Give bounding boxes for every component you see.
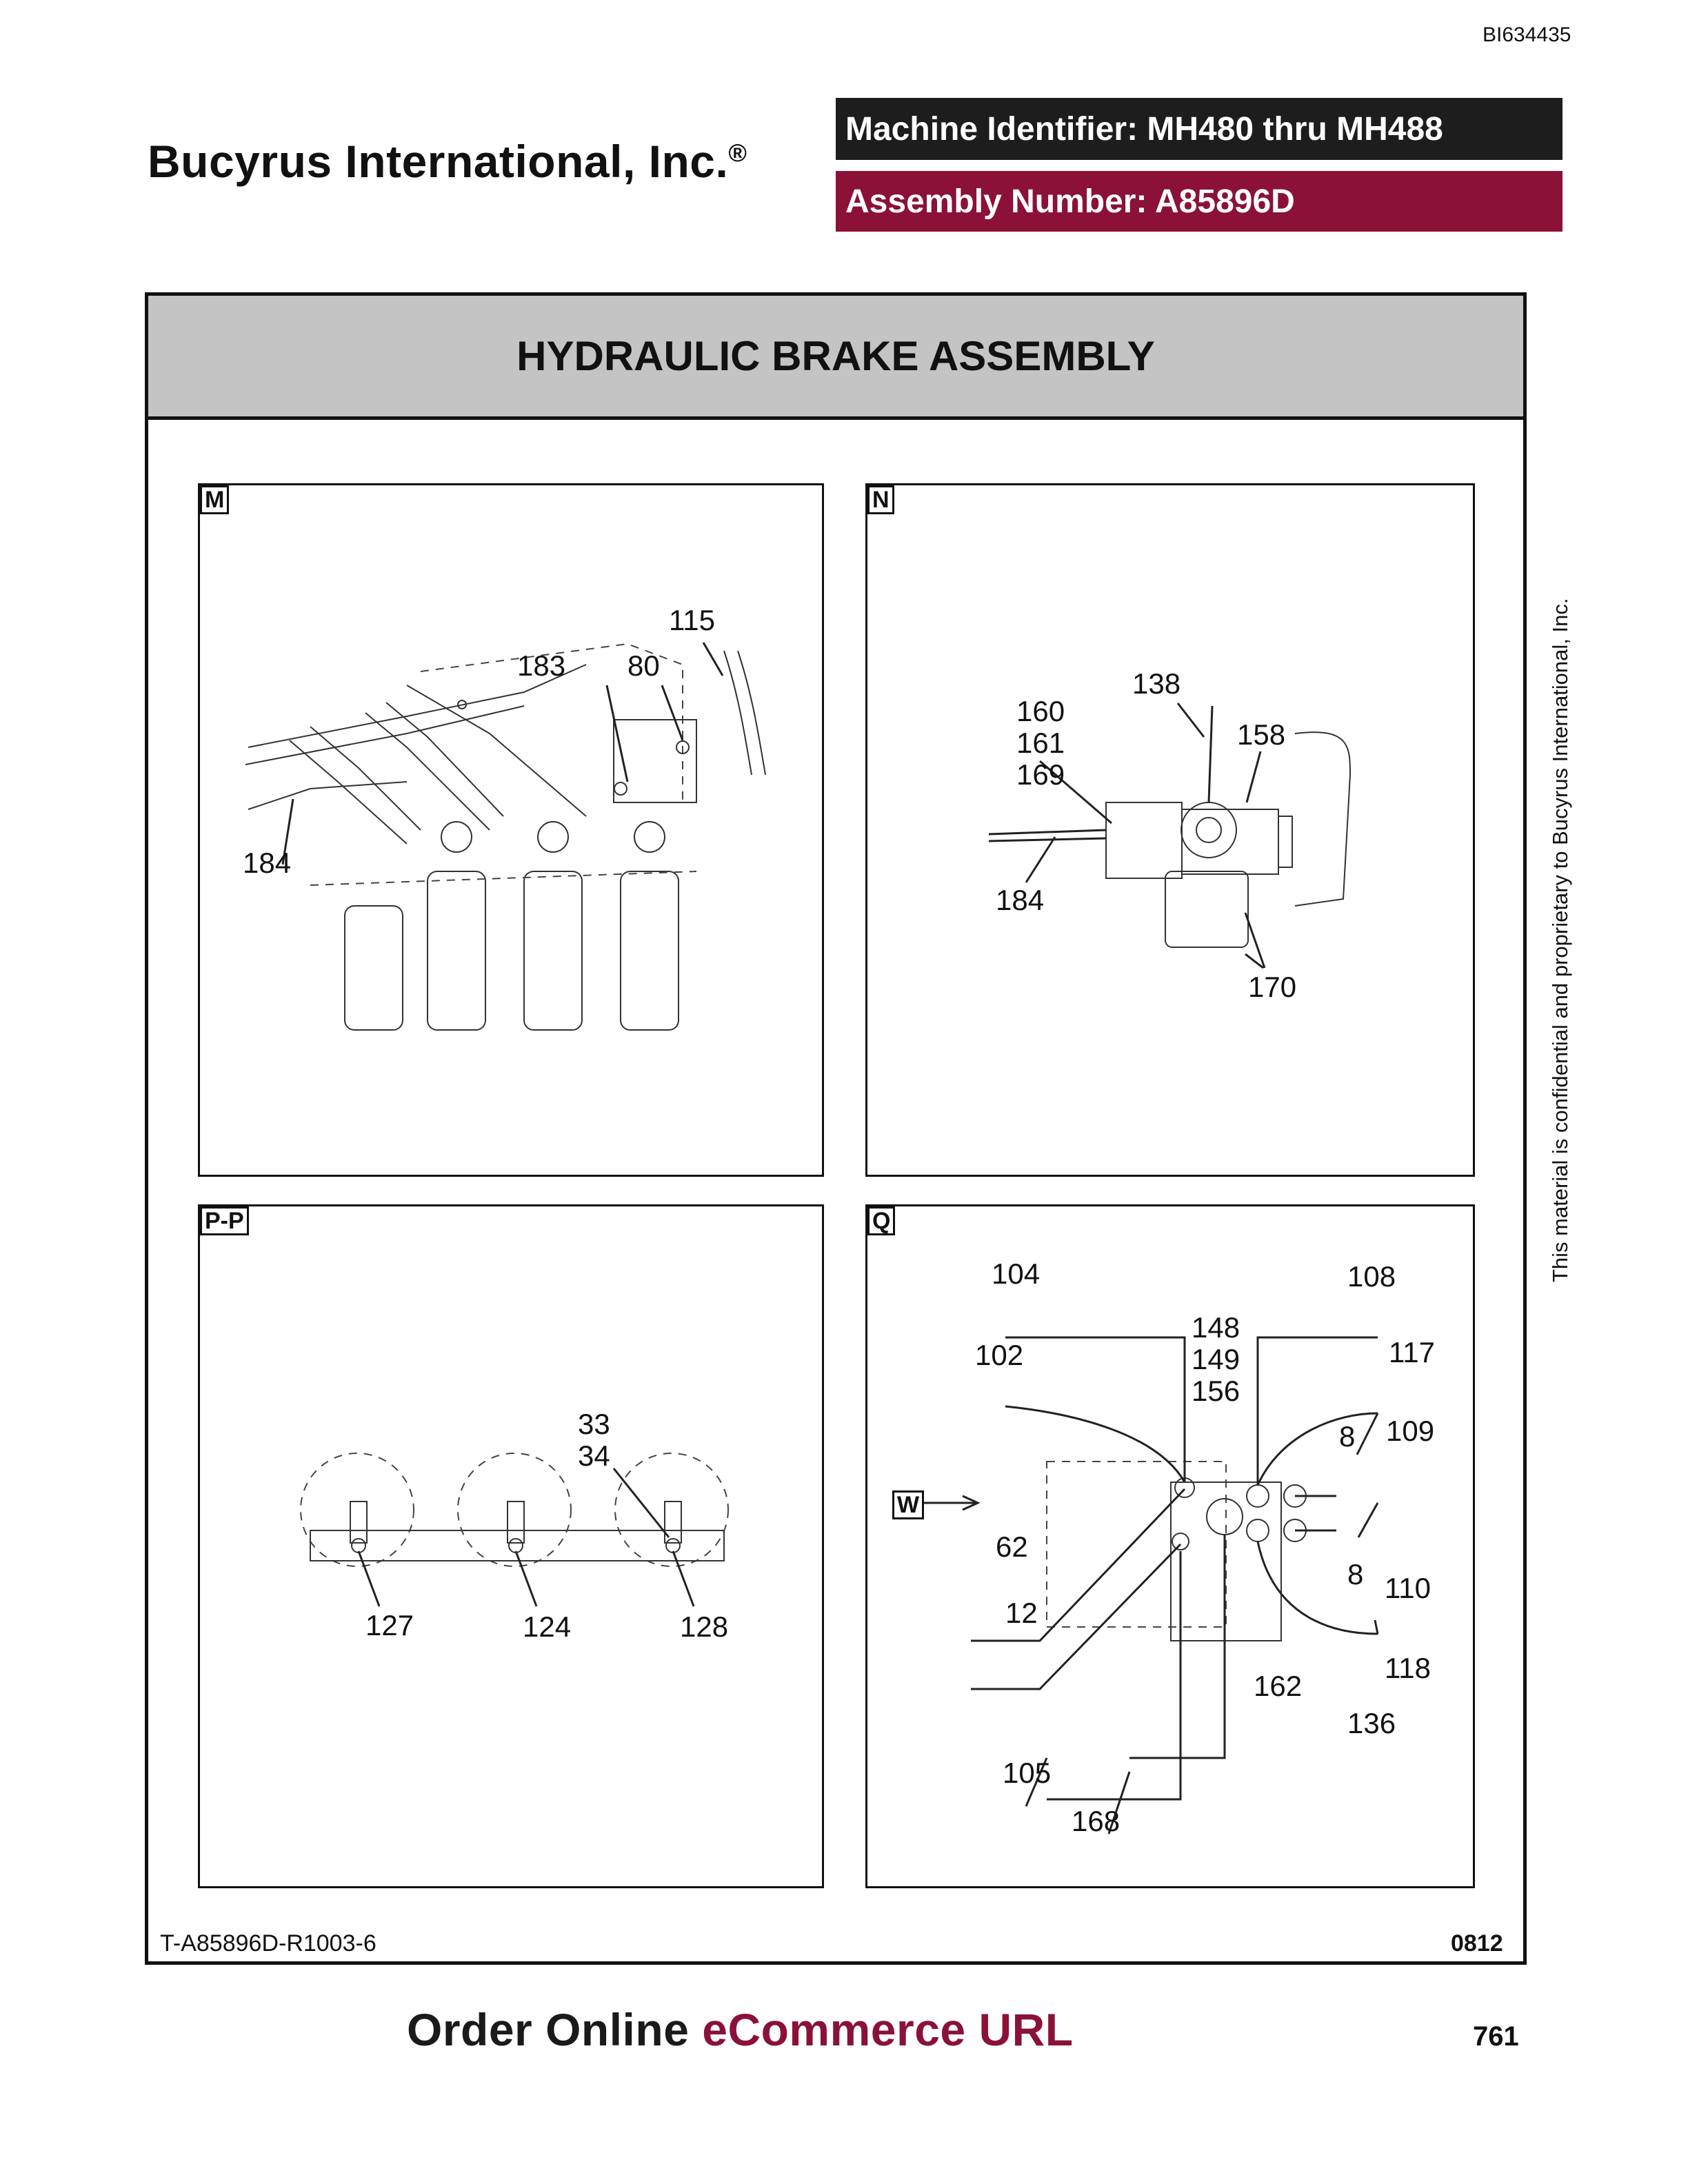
callout-184: 184 [996,884,1044,916]
callout-158: 158 [1237,718,1285,751]
callout-108: 108 [1347,1260,1396,1293]
callout-128: 128 [680,1610,728,1643]
confidentiality-note: This material is confidential and propri… [1548,598,1572,1282]
callout-8-upper: 8 [1339,1420,1355,1453]
drawing-number: T-A85896D-R1003-6 [160,1930,376,1957]
callout-8-lower: 8 [1347,1558,1363,1590]
view-tag-m: M [200,485,230,514]
view-panel-m: 115 183 80 184 M [198,483,824,1177]
callout-62: 62 [996,1530,1028,1563]
page-title: HYDRAULIC BRAKE ASSEMBLY [148,296,1523,420]
callout-149: 149 [1192,1343,1240,1375]
callout-156: 156 [1192,1375,1240,1407]
view-panel-pp: 33 34 127 124 128 P-P [198,1204,824,1888]
callout-105: 105 [1003,1757,1051,1789]
callout-115: 115 [669,604,715,636]
view-ref-w: W [892,1490,925,1519]
callout-110: 110 [1385,1572,1431,1604]
view-pp-drawing: 33 34 127 124 128 [300,1408,729,1643]
callout-136: 136 [1347,1707,1396,1739]
company-name: Bucyrus International, Inc.® [148,136,747,187]
callout-170: 170 [1248,971,1296,1003]
page-number: 761 [1473,2021,1519,2052]
view-n-drawing: 138 160 161 169 158 184 170 [988,667,1352,1003]
view-panel-q: 104 108 148 149 156 102 117 8 109 62 8 1… [865,1204,1475,1888]
callout-104: 104 [992,1257,1040,1290]
drawing-frame: HYDRAULIC BRAKE ASSEMBLY [145,292,1527,1965]
view-m-drawing: 115 183 80 184 [243,604,766,1031]
callout-118: 118 [1385,1652,1431,1684]
callout-124: 124 [523,1610,571,1643]
assembly-number-bar: Assembly Number: A85896D [836,171,1563,232]
callout-160: 160 [1016,695,1065,727]
view-tag-pp: P-P [200,1206,249,1235]
view-tag-q: Q [867,1206,896,1235]
document-id: BI634435 [1483,23,1571,46]
callout-109: 109 [1386,1415,1434,1447]
view-panel-n: 138 160 161 169 158 184 170 N [865,483,1475,1177]
machine-identifier-bar: Machine Identifier: MH480 thru MH488 [836,98,1563,160]
order-online-label: Order Online [407,2004,703,2055]
revision-code: 0812 [1451,1930,1503,1957]
callout-161: 161 [1016,727,1065,759]
callout-102: 102 [975,1339,1023,1371]
view-q-drawing: 104 108 148 149 156 102 117 8 109 62 8 1… [892,1257,1435,1837]
callout-168: 168 [1072,1805,1120,1837]
callout-117: 117 [1389,1336,1435,1368]
callout-80: 80 [627,649,660,682]
callout-127: 127 [365,1609,414,1641]
callout-169: 169 [1016,758,1065,791]
callout-148: 148 [1192,1311,1240,1344]
callout-34: 34 [578,1439,610,1472]
callout-12: 12 [1005,1597,1038,1629]
ecommerce-url-label: eCommerce URL [702,2004,1074,2055]
callout-183: 183 [517,649,565,682]
trademark-symbol: ® [728,139,747,167]
callout-33: 33 [578,1408,610,1440]
callout-138: 138 [1132,667,1180,700]
callout-162: 162 [1254,1670,1302,1702]
callout-184: 184 [243,847,291,879]
view-tag-n: N [867,485,894,514]
order-online-link[interactable]: Order Online eCommerce URL [407,2003,1074,2056]
